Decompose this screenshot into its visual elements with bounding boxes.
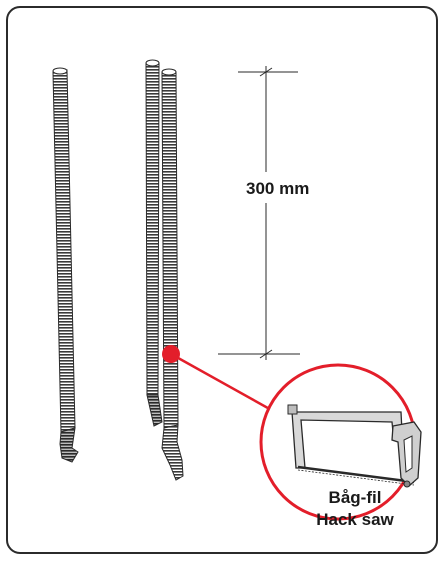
tool-name-english: Hack saw	[316, 510, 394, 529]
callout-connector	[170, 352, 285, 419]
cut-marker	[162, 345, 180, 363]
tool-name-local: Båg-fil	[328, 488, 382, 507]
hacksaw-icon	[287, 404, 422, 488]
hose-middle	[145, 59, 163, 427]
dimension-label: 300 mm	[246, 179, 310, 198]
hose-left	[52, 67, 79, 463]
dimension-line	[218, 66, 300, 360]
hose-right	[161, 68, 184, 481]
